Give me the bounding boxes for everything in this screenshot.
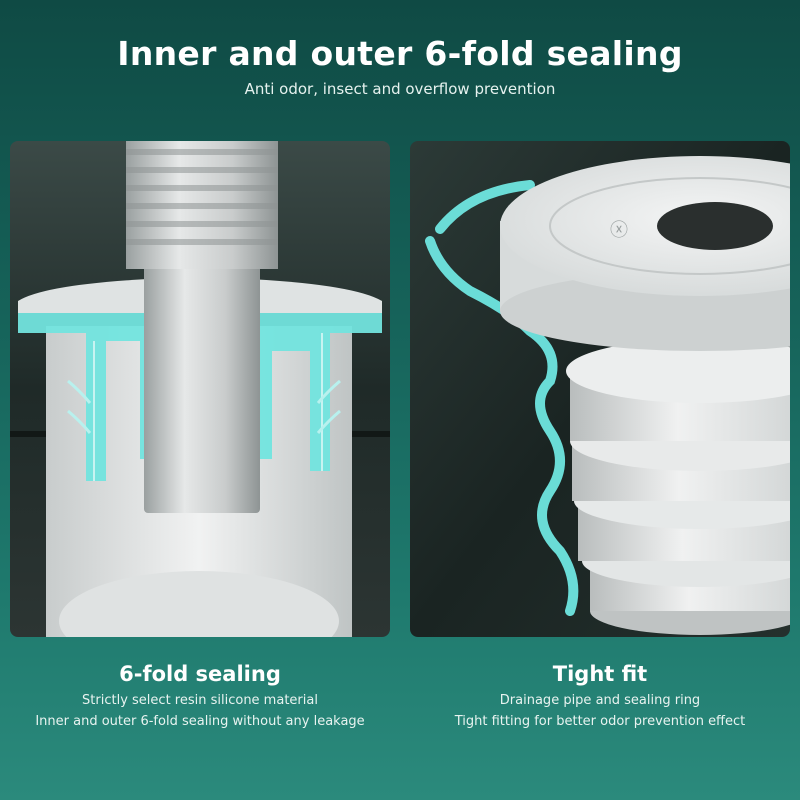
seal-glow-outline — [425, 180, 579, 616]
caption-line: Strictly select resin silicone material — [82, 693, 318, 708]
caption-title: 6-fold sealing — [119, 662, 281, 686]
page-title: Inner and outer 6-fold sealing — [117, 34, 683, 73]
cross-section-image — [10, 141, 390, 637]
header: Inner and outer 6-fold sealing Anti odor… — [0, 0, 800, 130]
sealing-ring-illustration: ⓧ — [410, 141, 790, 637]
sealing-ring-image: ⓧ — [410, 141, 790, 637]
caption-line: Tight fitting for better odor prevention… — [454, 714, 746, 729]
caption-line: Drainage pipe and sealing ring — [499, 693, 701, 708]
caption-line: Inner and outer 6-fold sealing without a… — [35, 714, 365, 729]
caption-title: Tight fit — [552, 662, 648, 686]
logo-mark-icon: ⓧ — [610, 220, 628, 241]
sealing-ring-body: ⓧ — [500, 156, 790, 635]
cross-section-illustration — [10, 141, 390, 637]
page-subtitle: Anti odor, insect and overflow preventio… — [244, 80, 556, 98]
hose-pipe — [144, 241, 260, 513]
caption-right: Tight fit Drainage pipe and sealing ring… — [400, 662, 800, 729]
corrugated-hose — [126, 141, 278, 269]
caption-left: 6-fold sealing Strictly select resin sil… — [0, 662, 400, 729]
